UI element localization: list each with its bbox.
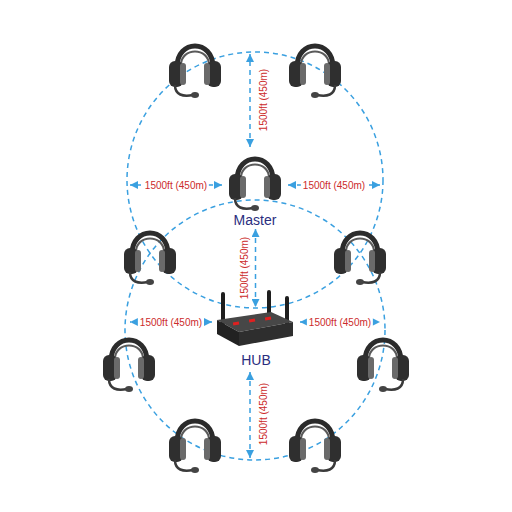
headset (103, 340, 155, 392)
edge-layer (255, 229, 256, 307)
range-connector (255, 229, 257, 307)
range-arrows (130, 54, 380, 458)
distance-label: 1500ft (450m) (258, 67, 269, 133)
hub-node: HUB (211, 308, 301, 368)
headset (124, 233, 176, 285)
node-label: HUB (211, 352, 301, 368)
range-arrow (249, 54, 251, 147)
hub-device (211, 290, 295, 352)
master-headset (227, 150, 283, 212)
headset (334, 233, 386, 285)
distance-label: 1500ft (450m) (238, 235, 249, 301)
headset (289, 46, 341, 98)
node-label: Master (222, 212, 288, 228)
headset (357, 340, 409, 392)
distance-label: 1500ft (450m) (307, 317, 373, 328)
hub-range-circle (125, 200, 385, 460)
range-arrow (249, 372, 251, 458)
headsets (103, 46, 409, 473)
distance-label: 1500ft (450m) (143, 180, 209, 191)
master-node: Master (222, 150, 288, 228)
range-circles (125, 52, 385, 460)
distance-label: 1500ft (450m) (258, 381, 269, 447)
headset (289, 421, 341, 473)
distance-label: 1500ft (450m) (301, 180, 367, 191)
headset (169, 421, 221, 473)
headset (169, 46, 221, 98)
distance-label: 1500ft (450m) (138, 317, 204, 328)
